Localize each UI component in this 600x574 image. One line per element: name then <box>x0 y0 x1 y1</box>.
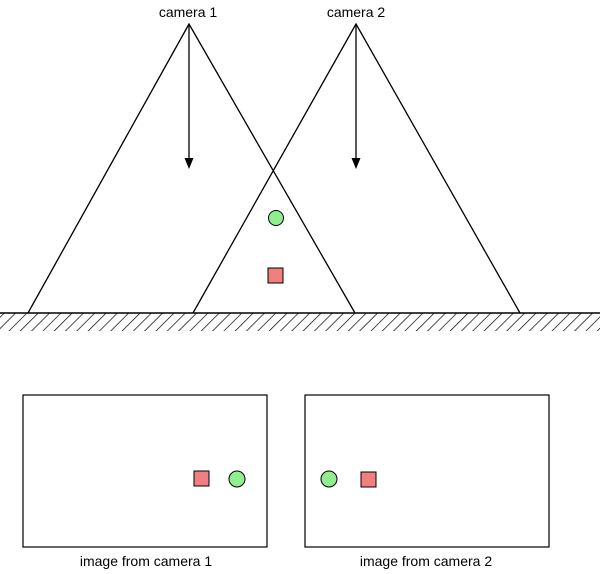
panel-1-caption: image from camera 1 <box>80 553 212 569</box>
scene-red-square <box>267 267 284 284</box>
panel-2-red-square <box>360 471 377 488</box>
camera-1-direction-arrow <box>184 24 194 169</box>
camera-2-label: camera 2 <box>327 4 386 20</box>
panel-2-green-circle <box>320 470 338 488</box>
camera-2-direction-arrow <box>351 24 361 169</box>
panel-1-red-square <box>193 470 210 487</box>
camera-1-label: camera 1 <box>159 4 218 20</box>
image-panel-camera-2 <box>304 394 550 548</box>
panel-2-caption: image from camera 2 <box>360 553 492 569</box>
panel-1-green-circle <box>228 470 246 488</box>
ground-hatching <box>0 312 600 331</box>
image-panel-camera-1 <box>22 394 268 548</box>
scene-green-circle <box>268 210 284 226</box>
camera-1-field-of-view <box>27 22 356 314</box>
